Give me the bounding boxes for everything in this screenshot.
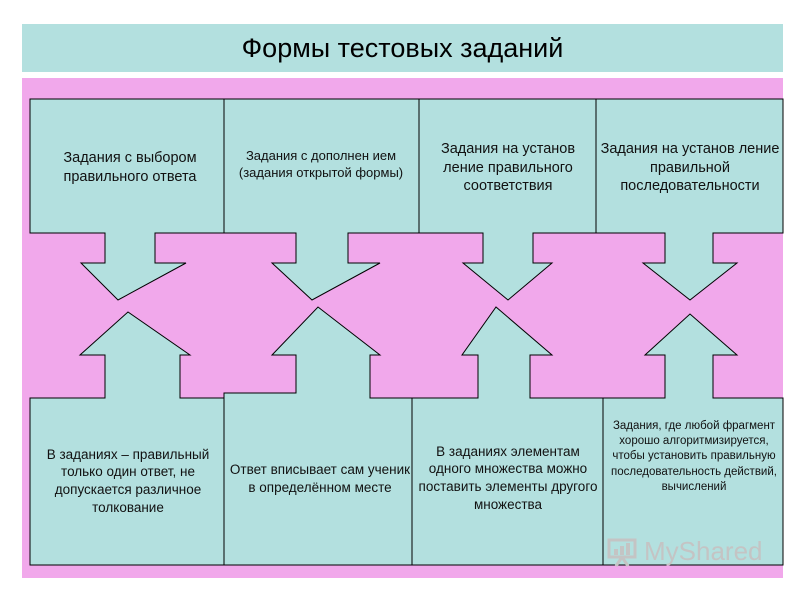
top-box-1-text: Задания с выбором правильного ответа xyxy=(63,150,197,185)
watermark-text: MyShared xyxy=(644,536,763,566)
bottom-box-1-text: В заданиях – правильный только один отве… xyxy=(46,446,210,515)
bottom-box-4 xyxy=(602,313,784,566)
top-box-2-text: Задания с дополнен ием (задания открытой… xyxy=(238,148,404,180)
watermark: MyShared xyxy=(606,536,763,567)
bottom-box-2 xyxy=(223,306,413,566)
top-box-3-text: Задания на установ ление правильного соо… xyxy=(440,140,576,195)
page-title: Формы тестовых заданий xyxy=(241,32,564,63)
presentation-chart-icon xyxy=(607,538,637,567)
top-box-1 xyxy=(29,98,225,301)
top-box-4 xyxy=(595,98,784,301)
top-box-2 xyxy=(223,98,420,301)
bottom-box-4-text: Задания, где любой фрагмент хорошо алгор… xyxy=(611,419,777,493)
title-banner: Формы тестовых заданий xyxy=(22,24,783,72)
bottom-box-3-text: В заданиях элементам одного множества мо… xyxy=(418,443,598,512)
bottom-box-2-text: Ответ вписывает сам ученик в определённо… xyxy=(229,462,411,495)
top-box-4-text: Задания на установ ление правильной посл… xyxy=(600,140,780,195)
